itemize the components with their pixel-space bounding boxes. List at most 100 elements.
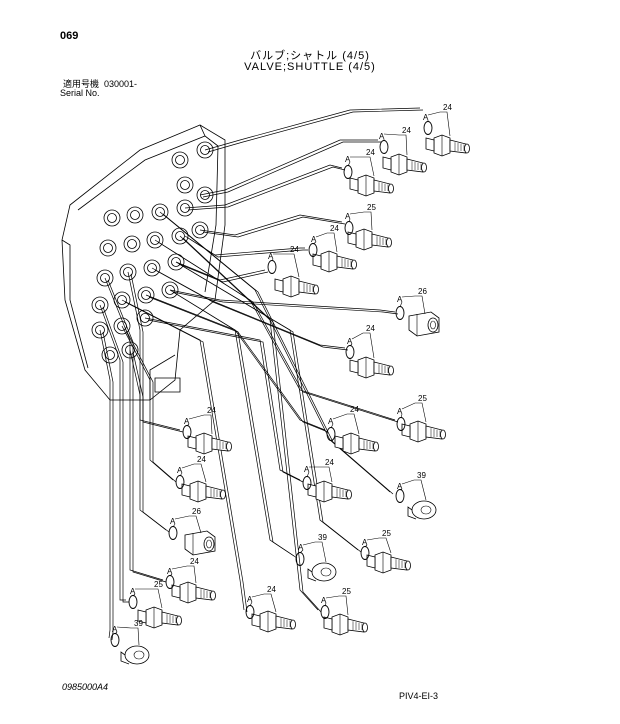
part-number-label: 24 (325, 458, 334, 467)
port-icon (123, 235, 141, 253)
port-icon (126, 206, 144, 224)
port-icon (101, 346, 119, 364)
serial-label-japanese: 適用号機 030001- (63, 79, 138, 89)
o-ring-icon (182, 425, 192, 439)
routing-line (202, 141, 381, 198)
part-number-label: 24 (443, 103, 452, 112)
part-number-label: 39 (417, 471, 426, 480)
routing-line (199, 214, 343, 236)
routing-line (124, 301, 248, 613)
serial-label-english: Serial No. (60, 88, 100, 98)
routing-line (157, 241, 399, 423)
routing-line (104, 277, 164, 581)
routing-line (178, 263, 269, 283)
fitting-icon (137, 606, 182, 629)
o-ring-icon (128, 595, 138, 609)
routing-line (172, 291, 298, 559)
plug-icon (307, 562, 337, 582)
routing-line (107, 279, 167, 583)
fitting-icon (349, 174, 394, 197)
routing-line (169, 289, 396, 313)
oring-label: A (345, 212, 351, 221)
oring-label: A (112, 625, 118, 634)
routing-line (204, 107, 421, 151)
routing-line (121, 325, 174, 481)
title-english: VALVE;SHUTTLE (4/5) (244, 61, 376, 73)
o-ring-icon (320, 605, 330, 619)
oring-label: A (362, 538, 368, 547)
o-ring-icon (395, 306, 405, 320)
o-ring-icon (395, 489, 405, 503)
o-ring-icon (110, 633, 120, 647)
routing-line (184, 164, 343, 209)
part-callout: A 26 (395, 287, 440, 337)
routing-line (121, 299, 245, 611)
part-callout: A 39 (295, 533, 337, 582)
part-callout: A24 (245, 585, 296, 633)
o-ring-icon (267, 260, 277, 274)
fitting-icon (425, 134, 470, 157)
fitting-icon (401, 420, 446, 443)
routing-line (178, 263, 362, 553)
routing-line (102, 306, 129, 603)
routing-line (144, 317, 301, 481)
port-icon (196, 186, 214, 204)
oring-label: A (298, 543, 304, 552)
part-number-label: 39 (318, 533, 327, 542)
part-callout: A24 (308, 224, 357, 273)
o-ring-icon (175, 475, 185, 489)
oring-label: A (328, 417, 334, 426)
port-icon (137, 286, 155, 304)
part-callout: A24 (302, 458, 352, 503)
fitting-icon (382, 153, 427, 176)
o-ring-icon (302, 476, 312, 490)
part-callout: A24 (165, 557, 216, 604)
part-number-label: 26 (418, 287, 427, 296)
fitting-icon (323, 613, 368, 636)
part-callout: A24 (267, 245, 319, 298)
fitting-icon (312, 250, 357, 273)
oring-label: A (397, 407, 403, 416)
part-callout: A 24 (379, 126, 427, 176)
o-ring-icon (295, 552, 305, 566)
oring-label: A (247, 595, 253, 604)
part-callout: A 24 (345, 324, 394, 379)
routing-line (124, 327, 177, 483)
plug-icon (120, 645, 150, 665)
part-callout: A26 (168, 507, 216, 556)
part-callout: A 24 (423, 103, 470, 157)
oring-label: A (347, 337, 353, 346)
routing-line (147, 319, 304, 483)
oring-label: A (311, 235, 317, 244)
port-icon (99, 239, 117, 257)
port-icon (171, 151, 189, 169)
oring-label: A (177, 466, 183, 475)
part-number-label: 24 (366, 324, 375, 333)
o-ring-icon (360, 546, 370, 560)
fitting-icon (347, 228, 392, 251)
part-callout: A25 (344, 203, 392, 251)
o-ring-icon (396, 417, 406, 431)
oring-label: A (423, 113, 429, 122)
routing-line (159, 211, 391, 493)
routing-line (99, 329, 111, 639)
routing-line (102, 331, 114, 641)
port-icon (103, 209, 121, 227)
routing-line (184, 235, 305, 256)
oring-label: A (379, 132, 385, 141)
fitting-icon (251, 610, 296, 633)
routing-line (145, 294, 326, 431)
oring-label: A (397, 295, 403, 304)
part-callout: A24 (326, 405, 379, 455)
routing-line (187, 166, 346, 211)
o-ring-icon (165, 575, 175, 589)
fitting-icon (334, 432, 379, 455)
routing-line (179, 235, 319, 611)
routing-line (207, 109, 424, 153)
plug-icon (407, 500, 437, 520)
o-ring-icon (245, 605, 255, 619)
part-number-label: 26 (192, 507, 201, 516)
o-ring-icon (168, 526, 178, 540)
part-number-label: 24 (402, 126, 411, 135)
